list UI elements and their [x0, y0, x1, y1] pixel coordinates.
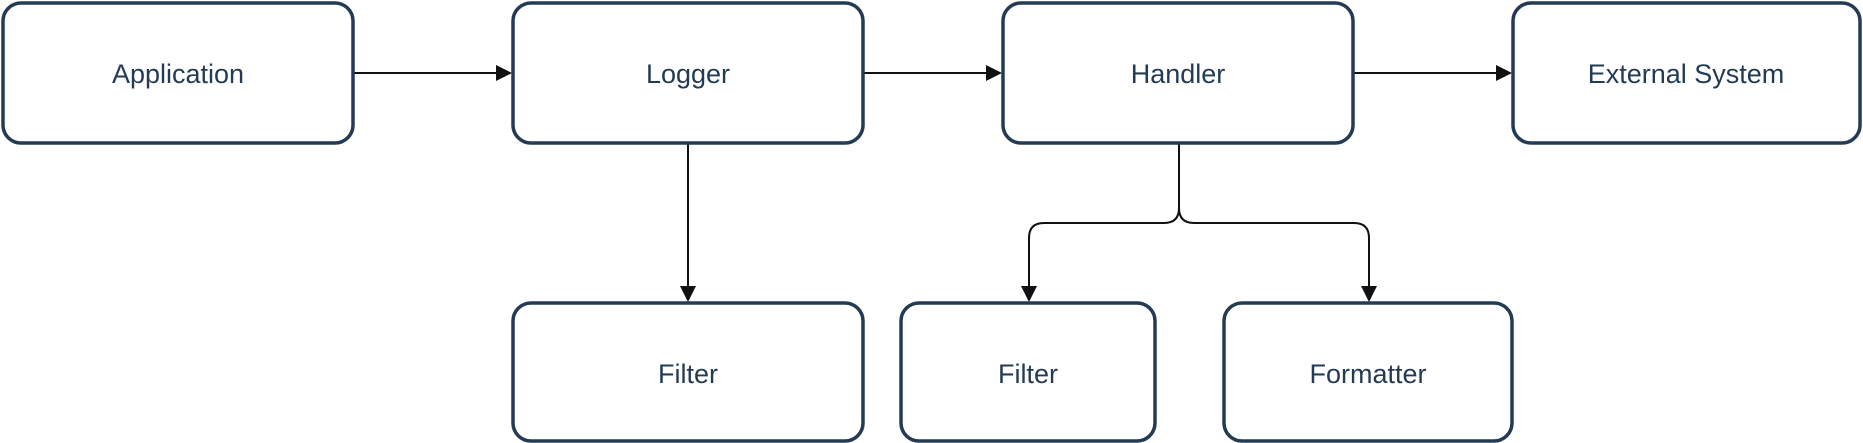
node-handler: Handler	[1001, 1, 1355, 145]
node-formatter: Formatter	[1222, 301, 1514, 443]
node-formatter-label: Formatter	[1309, 359, 1426, 389]
node-logger-box	[511, 1, 865, 145]
node-logger-label: Logger	[646, 59, 730, 89]
node-handler-filter-box	[899, 301, 1157, 443]
node-external-system: External System	[1511, 1, 1862, 145]
node-handler-filter: Filter	[899, 301, 1157, 443]
node-logger: Logger	[511, 1, 865, 145]
node-logger-filter: Filter	[511, 301, 865, 443]
arrowhead-handler-formatter	[1361, 286, 1377, 302]
node-application-label: Application	[112, 59, 244, 89]
arrowhead-handler-filter	[1021, 286, 1037, 302]
node-application: Application	[1, 1, 355, 145]
arrowhead-external-system	[1496, 65, 1512, 81]
arrowhead-handler-left	[986, 65, 1002, 81]
node-handler-box	[1001, 1, 1355, 145]
arrowhead-logger-filter	[680, 286, 696, 302]
node-formatter-box	[1222, 301, 1514, 443]
connectors	[353, 65, 1512, 302]
node-logger-filter-box	[511, 301, 865, 443]
edge-handler-formatter	[1178, 207, 1370, 286]
node-external-system-box	[1511, 1, 1862, 145]
arrowhead-logger-left	[496, 65, 512, 81]
node-handler-label: Handler	[1131, 59, 1226, 89]
edge-handler-filter	[1028, 143, 1180, 286]
node-handler-filter-label: Filter	[998, 359, 1058, 389]
node-logger-filter-label: Filter	[658, 359, 718, 389]
node-external-system-label: External System	[1588, 59, 1785, 89]
node-application-box	[1, 1, 355, 145]
